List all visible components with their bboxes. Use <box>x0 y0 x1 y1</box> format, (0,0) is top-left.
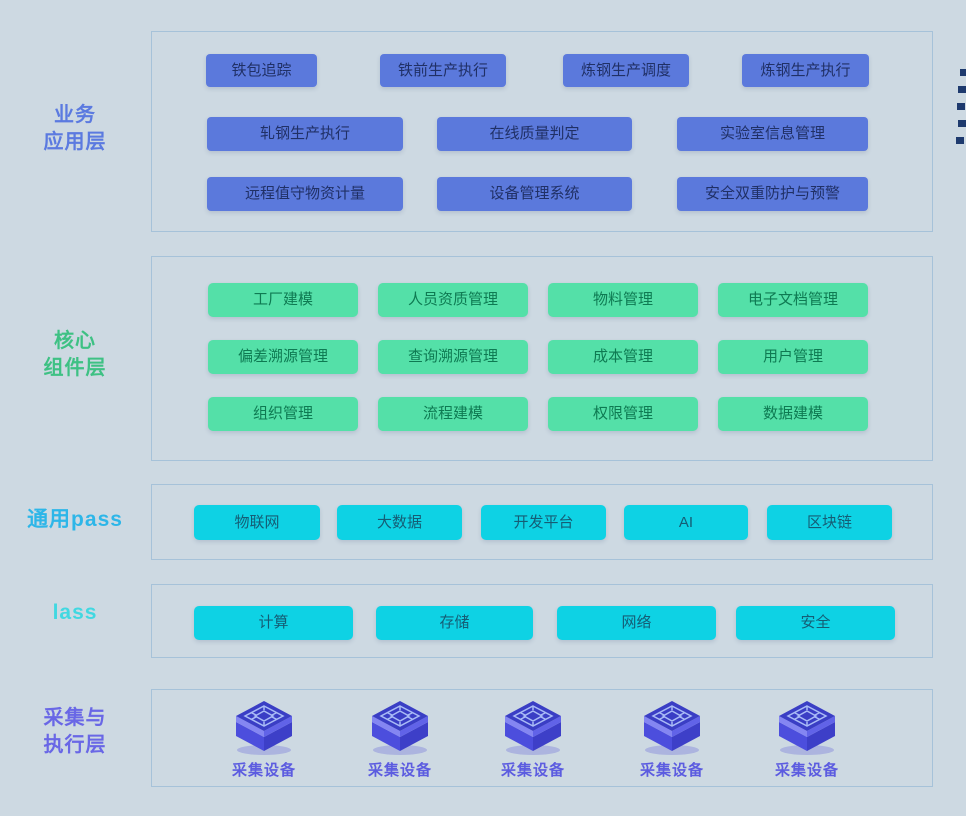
core-component-button[interactable]: 组织管理 <box>208 397 358 431</box>
layer-label-device-line2: 执行层 <box>43 734 107 756</box>
core-component-button[interactable]: 权限管理 <box>548 397 698 431</box>
device-label: 采集设备 <box>774 762 839 779</box>
core-component-button[interactable]: 人员资质管理 <box>378 283 528 317</box>
paas-service-button[interactable]: 大数据 <box>337 505 462 540</box>
core-component-button[interactable]: 流程建模 <box>378 397 528 431</box>
layer-label-business-line2: 应用层 <box>43 131 107 153</box>
core-component-button[interactable]: 用户管理 <box>718 340 868 374</box>
device-label: 采集设备 <box>231 762 296 779</box>
business-app-button[interactable]: 安全双重防护与预警 <box>677 177 868 211</box>
dash-mark-icon <box>958 86 966 93</box>
device-label: 采集设备 <box>639 762 704 779</box>
layer-label-core-line1: 核心 <box>54 330 96 352</box>
device-label: 采集设备 <box>367 762 432 779</box>
business-app-button[interactable]: 炼钢生产调度 <box>563 54 689 87</box>
dash-mark-icon <box>958 120 966 127</box>
core-component-button[interactable]: 成本管理 <box>548 340 698 374</box>
layer-box-business <box>151 31 933 232</box>
business-app-button[interactable]: 在线质量判定 <box>437 117 632 151</box>
iaas-service-button[interactable]: 存储 <box>376 606 533 640</box>
paas-service-button[interactable]: AI <box>624 505 748 540</box>
paas-service-button[interactable]: 区块链 <box>767 505 892 540</box>
layer-label-business-line1: 业务 <box>54 104 96 126</box>
paas-service-button[interactable]: 物联网 <box>194 505 320 540</box>
layer-label-core-line2: 组件层 <box>43 357 107 379</box>
device-cube-icon <box>640 699 704 757</box>
layer-label-device: 采集与 执行层 <box>0 705 150 759</box>
core-component-button[interactable]: 电子文档管理 <box>718 283 868 317</box>
device-cube-icon <box>232 699 296 757</box>
device-label: 采集设备 <box>500 762 565 779</box>
layer-label-device-line1: 采集与 <box>43 707 107 729</box>
layer-label-core: 核心 组件层 <box>0 328 150 382</box>
device-cube-icon <box>368 699 432 757</box>
dash-mark-icon <box>960 69 966 76</box>
device-cube-icon <box>501 699 565 757</box>
layer-label-paas: 通用pass <box>27 508 123 531</box>
layer-label-business: 业务 应用层 <box>0 102 150 156</box>
business-app-button[interactable]: 轧钢生产执行 <box>207 117 403 151</box>
layer-box-paas <box>151 484 933 560</box>
core-component-button[interactable]: 物料管理 <box>548 283 698 317</box>
layer-box-iaas <box>151 584 933 658</box>
core-component-button[interactable]: 查询溯源管理 <box>378 340 528 374</box>
core-component-button[interactable]: 工厂建模 <box>208 283 358 317</box>
iaas-service-button[interactable]: 计算 <box>194 606 353 640</box>
layer-box-device <box>151 689 933 787</box>
core-component-button[interactable]: 数据建模 <box>718 397 868 431</box>
core-component-button[interactable]: 偏差溯源管理 <box>208 340 358 374</box>
business-app-button[interactable]: 铁前生产执行 <box>380 54 506 87</box>
iaas-service-button[interactable]: 安全 <box>736 606 895 640</box>
iaas-service-button[interactable]: 网络 <box>557 606 716 640</box>
paas-service-button[interactable]: 开发平台 <box>481 505 606 540</box>
business-app-button[interactable]: 实验室信息管理 <box>677 117 868 151</box>
business-app-button[interactable]: 远程值守物资计量 <box>207 177 403 211</box>
business-app-button[interactable]: 铁包追踪 <box>206 54 317 87</box>
dash-mark-icon <box>957 103 965 110</box>
layer-box-core <box>151 256 933 461</box>
business-app-button[interactable]: 炼钢生产执行 <box>742 54 869 87</box>
dash-mark-icon <box>956 137 964 144</box>
layer-label-iaas: lass <box>52 601 98 624</box>
device-cube-icon <box>775 699 839 757</box>
business-app-button[interactable]: 设备管理系统 <box>437 177 632 211</box>
